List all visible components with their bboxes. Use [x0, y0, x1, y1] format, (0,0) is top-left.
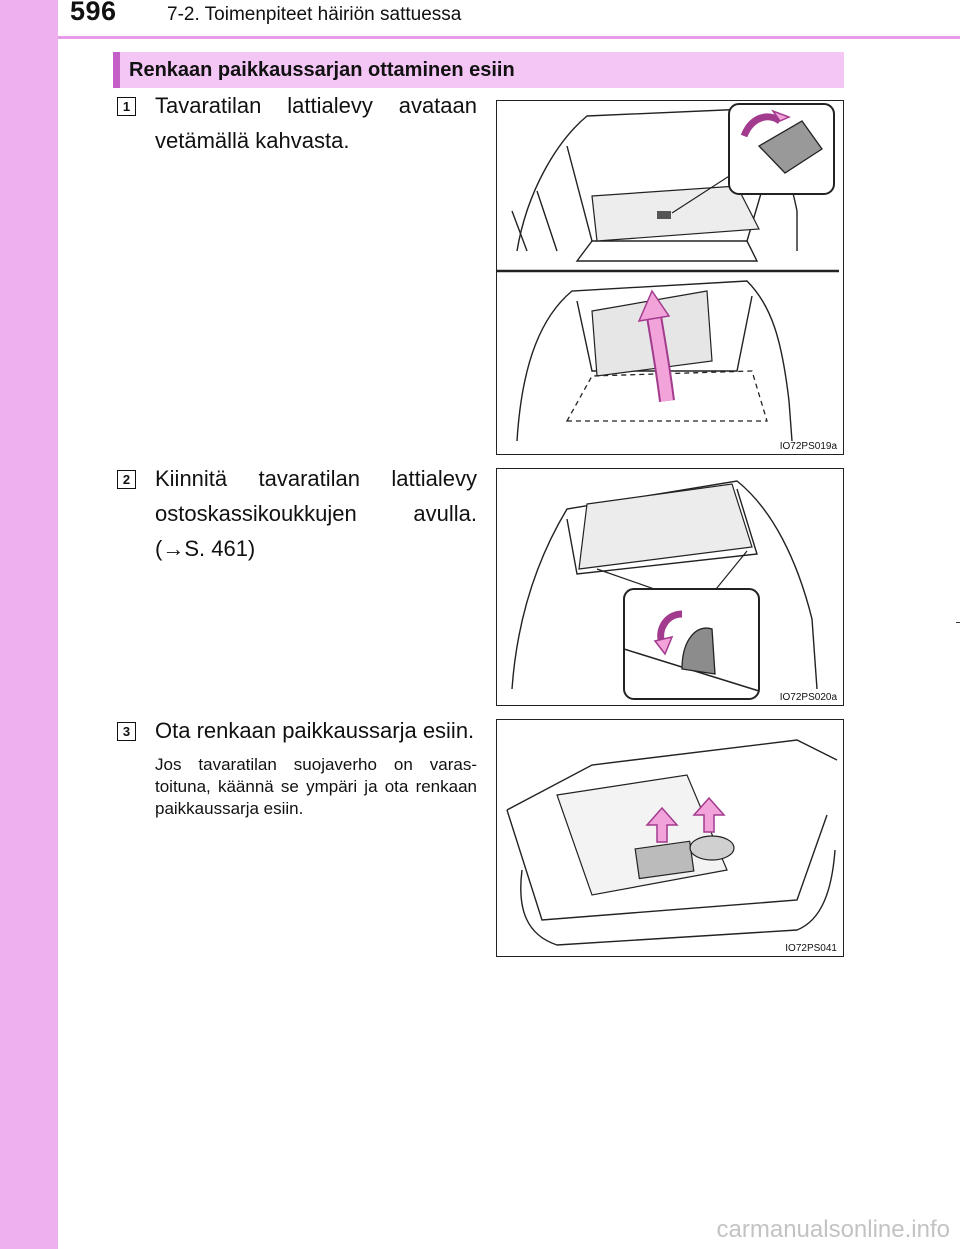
floor-board-top [591, 185, 760, 242]
figure-3-repair-kit: IO72PS041 [496, 719, 844, 957]
floor-handle-icon [657, 211, 671, 219]
step-text-3: Ota renkaan paikkaussarja esiin. [155, 718, 475, 743]
hook-arrow-head [653, 635, 674, 656]
up-arrow-left-icon [645, 806, 679, 843]
figure-2-hook: IO72PS020a [496, 468, 844, 706]
compressor-icon [689, 835, 735, 861]
hooked-floor-board [578, 483, 753, 570]
trunk-opening-top [566, 145, 773, 242]
figure-1-code: IO72PS019a [777, 441, 839, 452]
page-number: 596 [70, 0, 117, 26]
step-number-1: 1 [117, 97, 136, 116]
callout-line-top [671, 170, 738, 214]
lift-arrow-head [637, 289, 671, 322]
figure-1-trunk-floor: IO72PS019a [496, 100, 844, 455]
trunk-floor-outline [506, 809, 828, 921]
side-color-band [0, 0, 58, 1249]
handle-grip-icon [757, 120, 823, 174]
chapter-title: 7-2. Toimenpiteet häiriön sattuessa [167, 4, 462, 25]
section-header: Renkaan paikkaussarjan ottaminen esiin [113, 52, 844, 88]
section-header-marker [113, 52, 120, 88]
trunk-opening [566, 488, 758, 575]
floor-outline-dashed [565, 370, 768, 422]
figure-3-code: IO72PS041 [783, 943, 839, 954]
pull-arrow-head-small [770, 109, 791, 122]
up-arrow-right-icon [692, 796, 726, 833]
shopping-hook-icon [681, 627, 716, 675]
figure-2-code: IO72PS020a [777, 692, 839, 703]
repair-kit-box-icon [634, 840, 695, 880]
tire-repair-kit-illustration [506, 739, 838, 946]
step-text-2: Kiinnitä tavaratilan lattialevy ostoskas… [155, 466, 477, 561]
bumper-outline [520, 849, 836, 946]
edge-tick [956, 622, 960, 623]
watermark: carmanualsonline.info [716, 1216, 950, 1243]
floor-board-hook-illustration [511, 480, 818, 700]
tail-light-left-top [511, 190, 558, 252]
pull-arrow-small-icon [740, 113, 783, 138]
step-text-1: Tavaratilan lattialevy avataan vetämällä… [155, 93, 477, 153]
trunk-back-edge [506, 739, 838, 811]
car-rear-outline-bottom [516, 280, 793, 442]
trunk-floor-lift-illustration [497, 103, 839, 442]
callout-line-b [711, 550, 748, 595]
step-note-3: Jos tavaratilan suojaverho on varas­toit… [155, 755, 477, 818]
header-rule [58, 36, 960, 39]
step-number-3: 3 [117, 722, 136, 741]
trunk-lip-top [575, 240, 759, 262]
step-number-2: 2 [117, 470, 136, 489]
